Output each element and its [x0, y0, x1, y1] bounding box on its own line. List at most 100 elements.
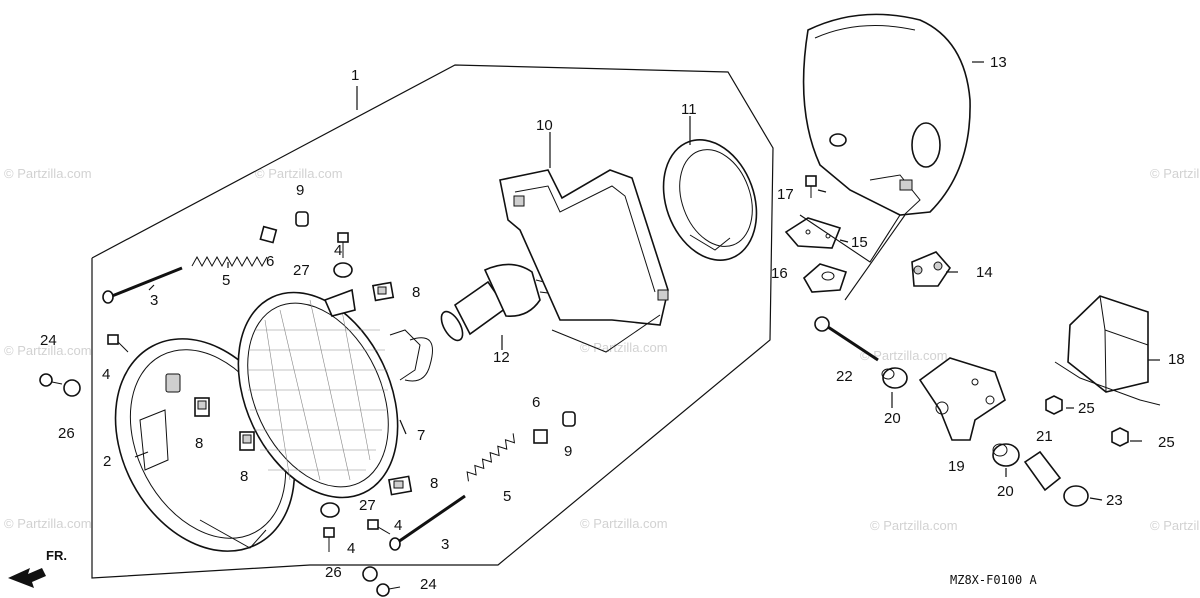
- callout-5: 5: [503, 488, 511, 505]
- watermark: © Partzilla.com: [580, 516, 668, 531]
- collar: [881, 367, 908, 389]
- leader-lines: [134, 61, 1160, 501]
- callout-19: 19: [948, 458, 965, 475]
- clip: [194, 397, 210, 417]
- callout-4: 4: [102, 366, 110, 383]
- callout-10: 10: [536, 117, 553, 134]
- watermark: © Partzilla.com: [1150, 518, 1200, 533]
- spacer: [562, 411, 576, 427]
- callout-3: 3: [441, 536, 449, 553]
- watermark: © Partzilla.com: [1150, 166, 1200, 181]
- grommet: [333, 262, 353, 278]
- callout-11: 11: [681, 101, 697, 118]
- nut: [259, 225, 278, 244]
- headlight-bulb: [440, 263, 557, 342]
- headlight-bracket: [499, 169, 669, 353]
- watermark: © Partzilla.com: [580, 340, 668, 355]
- callout-20: 20: [997, 483, 1014, 500]
- nut: [1111, 427, 1129, 447]
- bolt: [376, 583, 401, 597]
- front-direction-arrow: FR.: [8, 548, 67, 588]
- callout-17: 17: [777, 186, 794, 203]
- watermark: © Partzilla.com: [870, 518, 958, 533]
- bolt: [39, 373, 63, 387]
- bolt: [805, 175, 817, 198]
- stay: [918, 357, 1006, 441]
- callout-26: 26: [58, 425, 75, 442]
- callout-22: 22: [836, 368, 853, 385]
- washer: [63, 379, 81, 397]
- callout-27: 27: [293, 262, 310, 279]
- bolt: [814, 316, 879, 362]
- headlight-lens-unit: [237, 288, 433, 499]
- grommet: [320, 502, 340, 518]
- screw: [323, 527, 335, 552]
- callout-12: 12: [493, 349, 510, 366]
- mount-ring: [662, 139, 758, 261]
- collar: [802, 263, 848, 293]
- screw: [107, 334, 129, 353]
- watermark: © Partzilla.com: [860, 348, 948, 363]
- callout-26: 26: [325, 564, 342, 581]
- spring: [191, 255, 268, 268]
- watermark: © Partzilla.com: [4, 343, 92, 358]
- screw: [367, 519, 391, 535]
- callout-8: 8: [195, 435, 203, 452]
- callout-4: 4: [394, 517, 402, 534]
- bracket: [911, 251, 952, 287]
- watermark: © Partzilla.com: [255, 166, 343, 181]
- adjusting-screw: [389, 494, 466, 551]
- callout-15: 15: [851, 234, 868, 251]
- callout-24: 24: [40, 332, 57, 349]
- watermark: © Partzilla.com: [4, 166, 92, 181]
- callout-25: 25: [1078, 400, 1095, 417]
- clip: [239, 431, 255, 451]
- callout-4: 4: [334, 242, 342, 259]
- callout-13: 13: [990, 54, 1007, 71]
- callout-6: 6: [532, 394, 540, 411]
- callout-8: 8: [430, 475, 438, 492]
- drawing-code: MZ8X-F0100 A: [950, 573, 1037, 587]
- cover: [1054, 295, 1161, 406]
- callout-1: 1: [351, 67, 359, 84]
- callout-25: 25: [1158, 434, 1175, 451]
- callout-21: 21: [1036, 428, 1053, 445]
- watermarks: © Partzilla.com © Partzilla.com © Partzi…: [4, 166, 1200, 533]
- assembly-boundary: [91, 64, 774, 579]
- guide-line: [799, 214, 901, 263]
- cap-nut: [1063, 485, 1089, 507]
- spring: [466, 433, 516, 482]
- clip: [371, 281, 395, 302]
- callout-27: 27: [359, 497, 376, 514]
- callout-8: 8: [240, 468, 248, 485]
- spacer: [295, 211, 309, 227]
- washer: [362, 566, 378, 582]
- callout-4: 4: [347, 540, 355, 557]
- callout-9: 9: [564, 443, 572, 460]
- direction-label: FR.: [46, 548, 67, 563]
- callout-16: 16: [771, 265, 788, 282]
- callout-5: 5: [222, 272, 230, 289]
- clip: [388, 475, 413, 496]
- callout-23: 23: [1106, 492, 1123, 509]
- callout-20: 20: [884, 410, 901, 427]
- callout-3: 3: [150, 292, 158, 309]
- nut: [1045, 395, 1063, 415]
- callout-24: 24: [420, 576, 437, 593]
- adjusting-screw: [102, 266, 183, 304]
- headlight-case: [802, 13, 971, 216]
- callout-7: 7: [417, 427, 425, 444]
- pipe: [1023, 450, 1062, 492]
- screw: [337, 232, 349, 258]
- nut: [533, 429, 548, 444]
- guide-line: [844, 214, 906, 301]
- callout-18: 18: [1168, 351, 1185, 368]
- callout-14: 14: [976, 264, 993, 281]
- watermark: © Partzilla.com: [4, 516, 92, 531]
- callout-6: 6: [266, 253, 274, 270]
- callout-9: 9: [296, 182, 304, 199]
- callout-2: 2: [103, 453, 111, 470]
- callout-8: 8: [412, 284, 420, 301]
